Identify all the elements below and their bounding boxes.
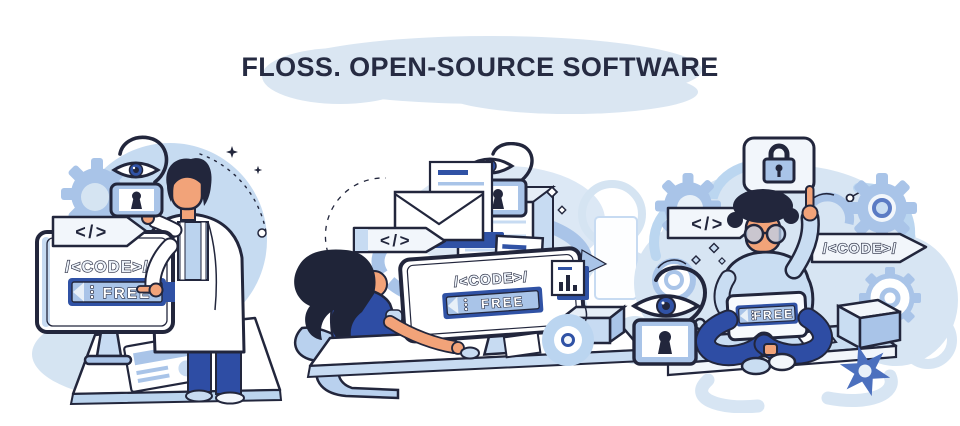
scene-secure-free-software: </> /<CODE>/ [630, 136, 958, 413]
title-cloud-shape [262, 36, 702, 114]
free-banner: FREE [442, 286, 544, 320]
monitor-icon: /<CODE>/ FREE [35, 230, 175, 366]
code-banner-arrow: /<CODE>/ [810, 232, 928, 264]
scene-open-code-inspection: /<CODE>/ FREE </> [32, 135, 283, 406]
sneaker [767, 352, 797, 372]
code-tag-text: </> [691, 214, 725, 234]
free-banner-text: FREE [753, 307, 794, 323]
star-gear-icon [839, 345, 891, 397]
gear-icon [61, 158, 133, 230]
hand [801, 204, 819, 222]
free-banner: FREE [735, 302, 799, 327]
hair [166, 158, 212, 206]
ankle [763, 343, 778, 356]
eye-icon [111, 161, 161, 179]
diamond-sparkle [557, 205, 567, 215]
shoe [215, 391, 245, 405]
scene-developer-working: </> /<CODE>/ [293, 142, 655, 400]
code-banner-text: /<CODE>/ [65, 259, 148, 276]
sparkle-icon [226, 146, 263, 175]
code-tag-text: </> [75, 222, 109, 242]
free-banner: FREE [68, 278, 175, 306]
shoe [185, 389, 213, 403]
hair [294, 249, 376, 343]
free-banner-text: FREE [481, 294, 525, 312]
bar-chart-icon [550, 259, 589, 300]
diamond-sparkle [708, 242, 720, 254]
hand [148, 282, 164, 298]
pointing-arm [136, 237, 179, 298]
diamond-sparkle [545, 185, 559, 199]
gear-icon [847, 173, 917, 243]
arm-to-mouse [383, 315, 465, 355]
code-banner-text: /<CODE>/ [823, 240, 897, 256]
monitor-icon: /<CODE>/ FREE [398, 246, 587, 356]
crossed-legs [695, 307, 833, 376]
man-with-laptop: FREE [695, 185, 833, 376]
open-shackle [118, 135, 169, 184]
page-title: FLOSS. OPEN-SOURCE SOFTWARE [241, 52, 719, 82]
diamond-sparkle [718, 257, 726, 265]
closed-shackle [768, 143, 790, 160]
cube-icon [836, 298, 902, 351]
code-tag-icon: </> [51, 215, 148, 248]
hair [727, 189, 799, 228]
open-padlock-eye-icon [109, 135, 169, 218]
sneaker [740, 356, 772, 376]
glasses-icon [743, 223, 787, 245]
target-donut-icon [542, 299, 594, 366]
eye-icon [630, 294, 702, 318]
code-tag-text: </> [380, 231, 412, 250]
mouse-icon [460, 346, 480, 360]
code-banner-text: /<CODE>/ [454, 268, 529, 289]
dot-icon [257, 228, 267, 238]
raised-arm [784, 185, 820, 280]
open-shackle [654, 265, 707, 322]
code-tag-icon: </> [352, 226, 447, 254]
paper-on-desk [502, 331, 542, 359]
